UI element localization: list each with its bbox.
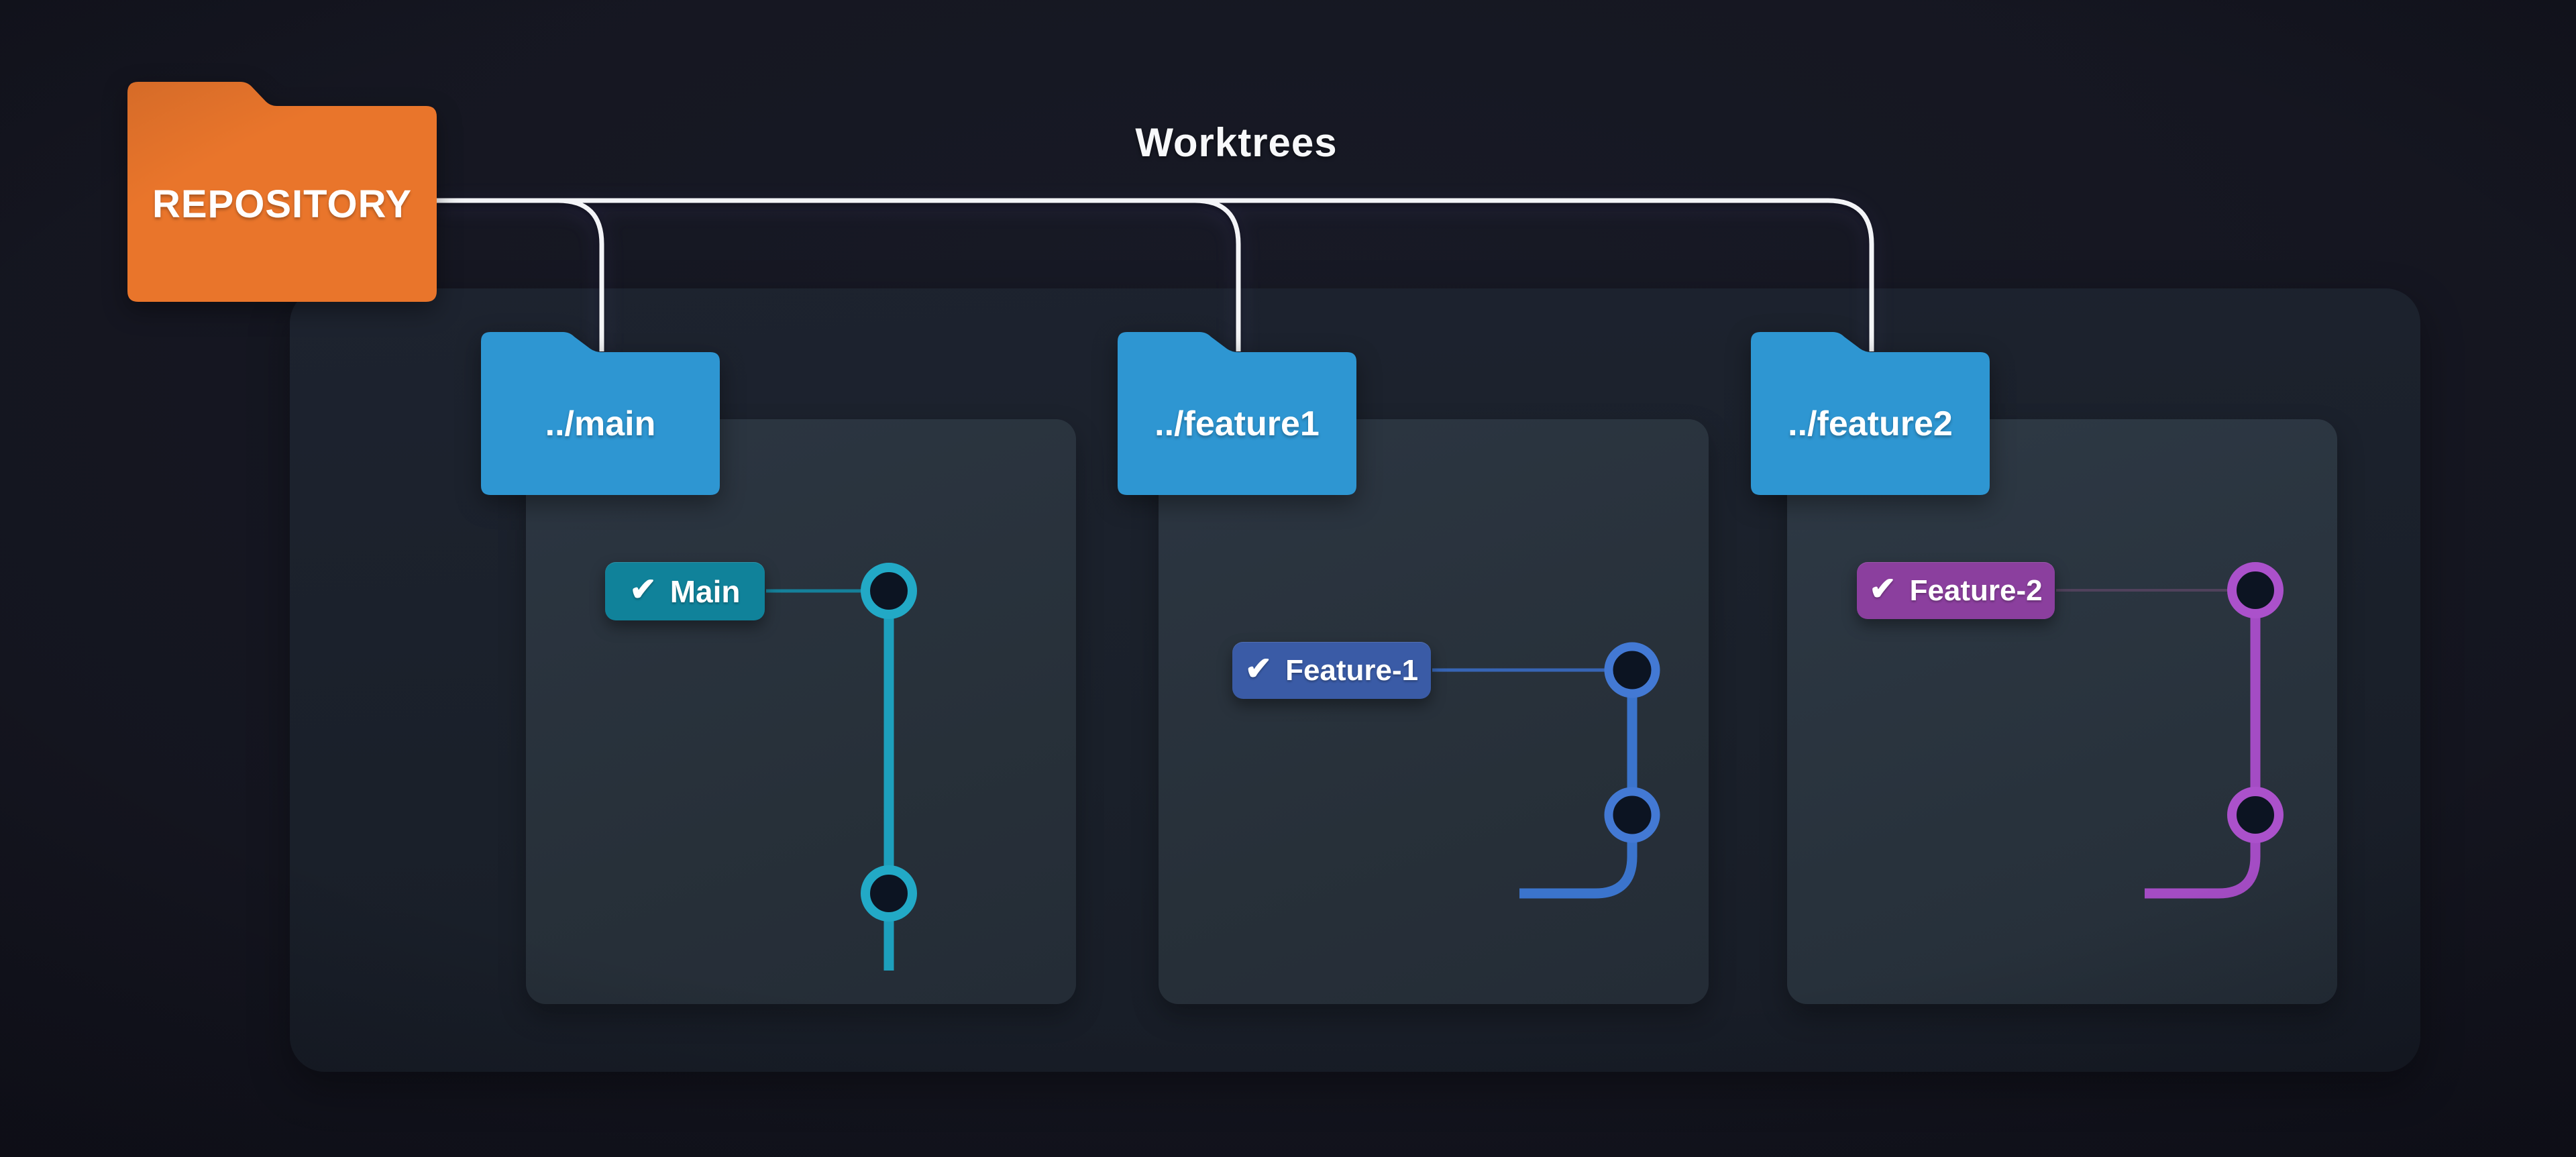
worktree-folder-feature2: ../feature2 <box>1751 332 1990 495</box>
repository-label: REPOSITORY <box>152 182 413 226</box>
worktree-folder-label: ../feature1 <box>1155 404 1320 443</box>
branch-badge-label: Feature-1 <box>1285 653 1419 687</box>
branch-badge-label: Main <box>669 573 741 609</box>
branch-badge-feature1: ✔ Feature-1 <box>1232 642 1431 699</box>
worktree-folder-main: ../main <box>481 332 720 495</box>
branch-graph-main <box>766 563 917 971</box>
commit-node <box>861 563 917 619</box>
branch-badge-label: Feature-2 <box>1909 573 2043 607</box>
branch-badge-feature2: ✔ Feature-2 <box>1857 562 2055 619</box>
commit-node <box>1604 787 1660 843</box>
commit-node <box>2227 787 2284 843</box>
check-icon: ✔ <box>1869 571 1896 607</box>
worktree-folder-label: ../main <box>545 404 656 443</box>
commit-node <box>1604 642 1660 698</box>
branch-badge-main: ✔ Main <box>605 562 765 620</box>
worktree-folder-label: ../feature2 <box>1788 404 1953 443</box>
commit-node <box>2227 562 2284 618</box>
branch-line <box>2145 590 2261 899</box>
branch-graph-feature2 <box>2056 562 2284 899</box>
commit-node <box>861 865 917 922</box>
branch-line <box>1519 670 1638 899</box>
repository-folder: REPOSITORY <box>127 82 437 302</box>
page-title: Worktrees <box>1135 120 1338 165</box>
check-icon: ✔ <box>1244 651 1273 687</box>
worktree-folder-feature1: ../feature1 <box>1118 332 1356 495</box>
branch-graph-feature1 <box>1432 642 1660 899</box>
check-icon: ✔ <box>629 571 657 608</box>
